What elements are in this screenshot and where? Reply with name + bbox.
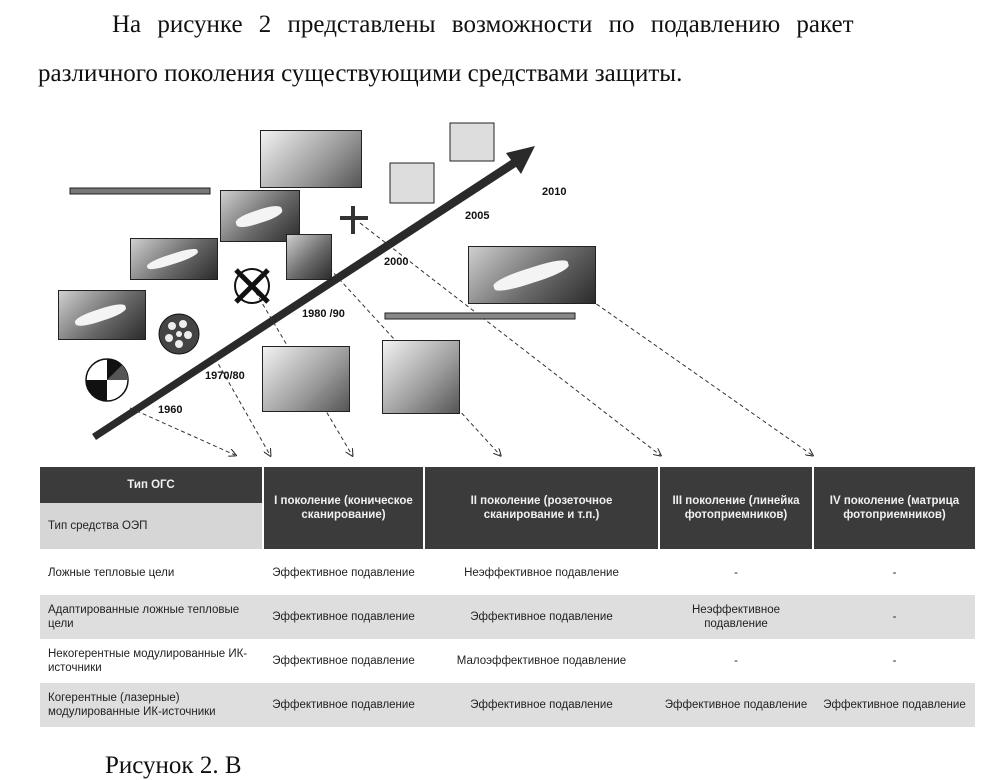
table-cell: Неэффективное подавление (692, 604, 780, 630)
header-generation-1: I поколение (коническое сканирование) (264, 467, 423, 549)
table-row: Ложные тепловые цели Эффективное подавле… (40, 551, 975, 595)
timeline-arrow-shaft (92, 158, 519, 440)
year-label: 1980 /90 (302, 308, 345, 320)
crosshair-icon (234, 268, 270, 304)
photo-seeker-board (260, 130, 362, 188)
intro-line-2: различного поколения существующими средс… (38, 60, 683, 87)
figure-arrows (69, 122, 975, 463)
table-cell: - (734, 567, 738, 579)
timeline-arrow-head (506, 146, 535, 174)
table-cell: Эффективное подавление (272, 611, 415, 623)
table-cell: Эффективное подавление (470, 611, 613, 623)
table-row: Когерентные (лазерные) модулированные ИК… (40, 683, 975, 727)
leader-line (584, 295, 812, 455)
row-label: Когерентные (лазерные) модулированные ИК… (48, 692, 216, 718)
row-label: Адаптированные ложные тепловые цели (48, 604, 240, 630)
table-row: Адаптированные ложные тепловые цели Эффе… (40, 595, 975, 639)
figure-evolution: 1960 1970/80 1980 /90 2000 2005 2010 (40, 118, 975, 463)
seeker-disc-icon (85, 358, 129, 402)
aircraft-icon (340, 206, 368, 234)
photo-seeker-head-3 (58, 290, 146, 340)
year-label: 1960 (158, 404, 183, 416)
year-label: 1970/80 (205, 370, 245, 382)
year-label: 2000 (384, 256, 409, 268)
table-cell: Малоэффективное подавление (456, 655, 627, 667)
table-cell: Эффективное подавление (664, 699, 808, 711)
table-cell: - (892, 567, 897, 579)
table-header-row: Тип ОГС Тип средства ОЭП I поколение (ко… (40, 467, 975, 549)
table-cell: - (892, 611, 897, 623)
table-cell: Эффективное подавление (272, 699, 415, 711)
photo-reticle (286, 234, 332, 280)
intro-paragraph: На рисунке 2 представлены возможности по… (38, 0, 1000, 98)
header-generation-4: IV поколение (матрица фотоприемников) (814, 467, 975, 549)
photo-modern-seeker (468, 246, 596, 304)
photo-seeker-head-2 (130, 238, 218, 280)
corner-header-seeker-type: Тип ОГС (40, 467, 262, 503)
leader-line (359, 222, 660, 455)
table-cell: Эффективное подавление (470, 699, 613, 711)
missile-side-view-icon (69, 187, 576, 320)
year-label: 2010 (542, 186, 567, 198)
year-label: 2005 (465, 210, 490, 222)
photo-seeker-assembly (382, 340, 460, 414)
table-cell: - (734, 655, 738, 667)
row-label: Некогерентные модулированные ИК-источник… (48, 648, 248, 674)
photo-seeker-head-1 (220, 190, 300, 242)
photo-missile-launch (262, 346, 350, 412)
table-cell: Эффективное подавление (272, 655, 415, 667)
table-cell: Эффективное подавление (823, 699, 966, 711)
header-generation-2: II поколение (розеточное сканирование и … (425, 467, 658, 549)
figure-caption: Рисунок 2. В (105, 752, 242, 779)
table-row: Некогерентные модулированные ИК-источник… (40, 639, 975, 683)
table-cell: Эффективное подавление (272, 567, 415, 579)
rosette-disc-icon (158, 313, 200, 355)
intro-line-1: На рисунке 2 представлены возможности по… (112, 11, 854, 38)
row-label: Ложные тепловые цели (48, 567, 175, 579)
corner-header-countermeasure-type: Тип средства ОЭП (40, 503, 262, 549)
grid-sensor-icon (389, 122, 495, 204)
leader-line (214, 357, 270, 455)
leader-line (129, 407, 235, 455)
table-cell: Неэффективное подавление (464, 567, 619, 579)
header-generation-3: III поколение (линейка фотоприемников) (660, 467, 812, 549)
table-cell: - (892, 655, 897, 667)
